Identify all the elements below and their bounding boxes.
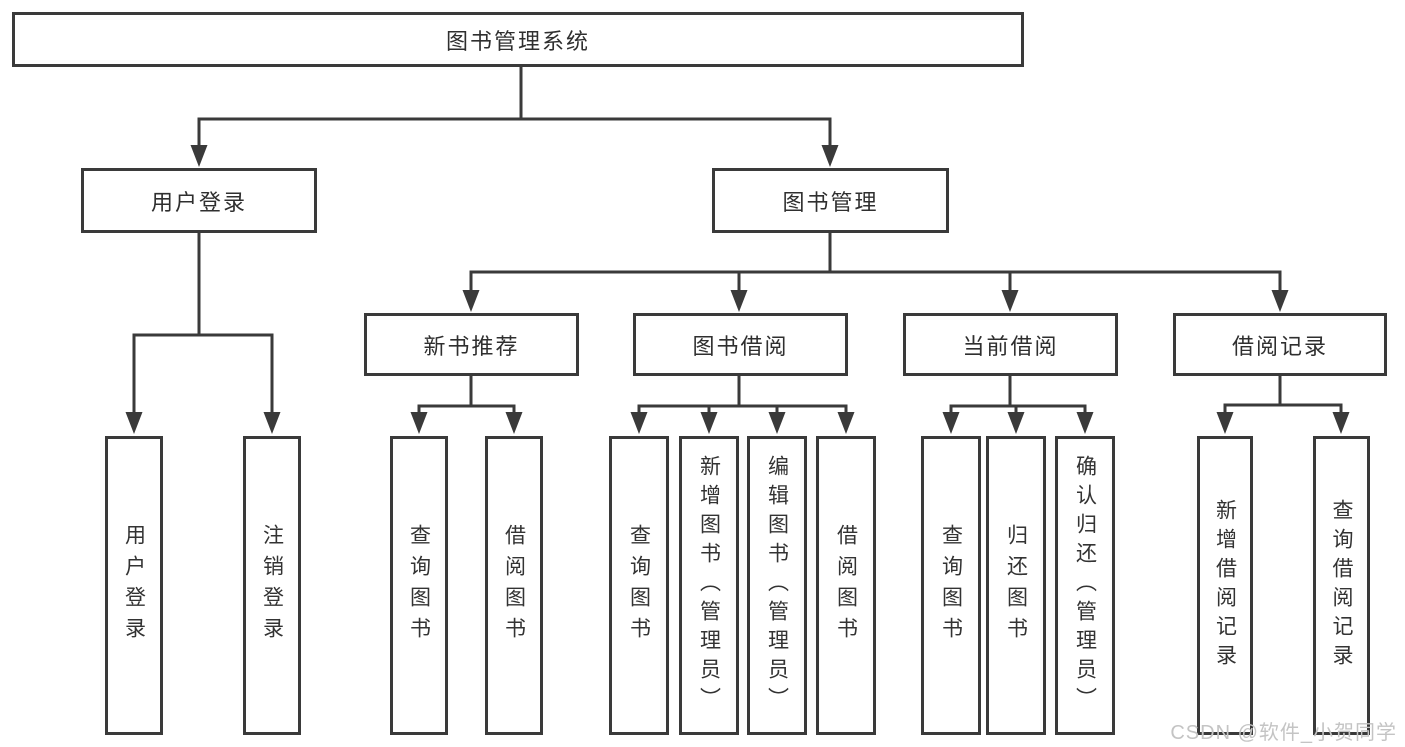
leaf-label: 查询图书 (407, 523, 431, 648)
leaf-borrow-edit-books-admin: 编辑图书（管理员） (747, 436, 807, 735)
leaf-label: 确认归还（管理员） (1073, 455, 1097, 716)
leaf-current-query-books: 查询图书 (921, 436, 981, 735)
node-label: 借阅记录 (1231, 333, 1328, 359)
leaf-newbook-query-books: 查询图书 (390, 436, 448, 735)
leaf-logout: 注销登录 (243, 436, 301, 735)
leaf-borrow-add-books-admin: 新增图书（管理员） (679, 436, 739, 735)
leaf-borrow-query-books: 查询图书 (609, 436, 669, 735)
leaf-label: 归还图书 (1004, 523, 1028, 648)
leaf-label: 查询借阅记录 (1330, 498, 1354, 673)
node-borrow-records: 借阅记录 (1173, 313, 1387, 376)
node-book-management: 图书管理 (712, 168, 949, 233)
csdn-watermark: CSDN @软件_小贺同学 (1170, 722, 1397, 744)
leaf-label: 注销登录 (260, 523, 284, 648)
leaf-label: 新增借阅记录 (1213, 498, 1237, 673)
node-current-borrow: 当前借阅 (903, 313, 1118, 376)
leaf-current-return-books: 归还图书 (986, 436, 1046, 735)
leaf-current-confirm-return-admin: 确认归还（管理员） (1055, 436, 1115, 735)
leaf-label: 查询图书 (939, 523, 963, 648)
node-label: 图书管理系统 (445, 28, 590, 54)
leaf-records-add-borrow-record: 新增借阅记录 (1197, 436, 1253, 735)
leaf-borrow-borrow-books: 借阅图书 (816, 436, 876, 735)
leaf-label: 查询图书 (627, 523, 651, 648)
node-label: 新书推荐 (423, 333, 520, 359)
leaf-user-login: 用户登录 (105, 436, 163, 735)
node-book-borrow: 图书借阅 (633, 313, 848, 376)
node-label: 当前借阅 (962, 333, 1059, 359)
node-label: 图书管理 (782, 189, 879, 215)
node-label: 用户登录 (150, 189, 247, 215)
leaf-label: 新增图书（管理员） (697, 455, 721, 716)
node-label: 图书借阅 (692, 333, 789, 359)
leaf-label: 借阅图书 (834, 523, 858, 648)
node-user-login: 用户登录 (81, 168, 317, 233)
leaf-label: 借阅图书 (502, 523, 526, 648)
leaf-newbook-borrow-books: 借阅图书 (485, 436, 543, 735)
leaf-label: 编辑图书（管理员） (765, 455, 789, 716)
leaf-label: 用户登录 (122, 523, 146, 648)
node-root-system: 图书管理系统 (12, 12, 1024, 67)
node-new-book-recommend: 新书推荐 (364, 313, 579, 376)
leaf-records-query-borrow-record: 查询借阅记录 (1313, 436, 1370, 735)
